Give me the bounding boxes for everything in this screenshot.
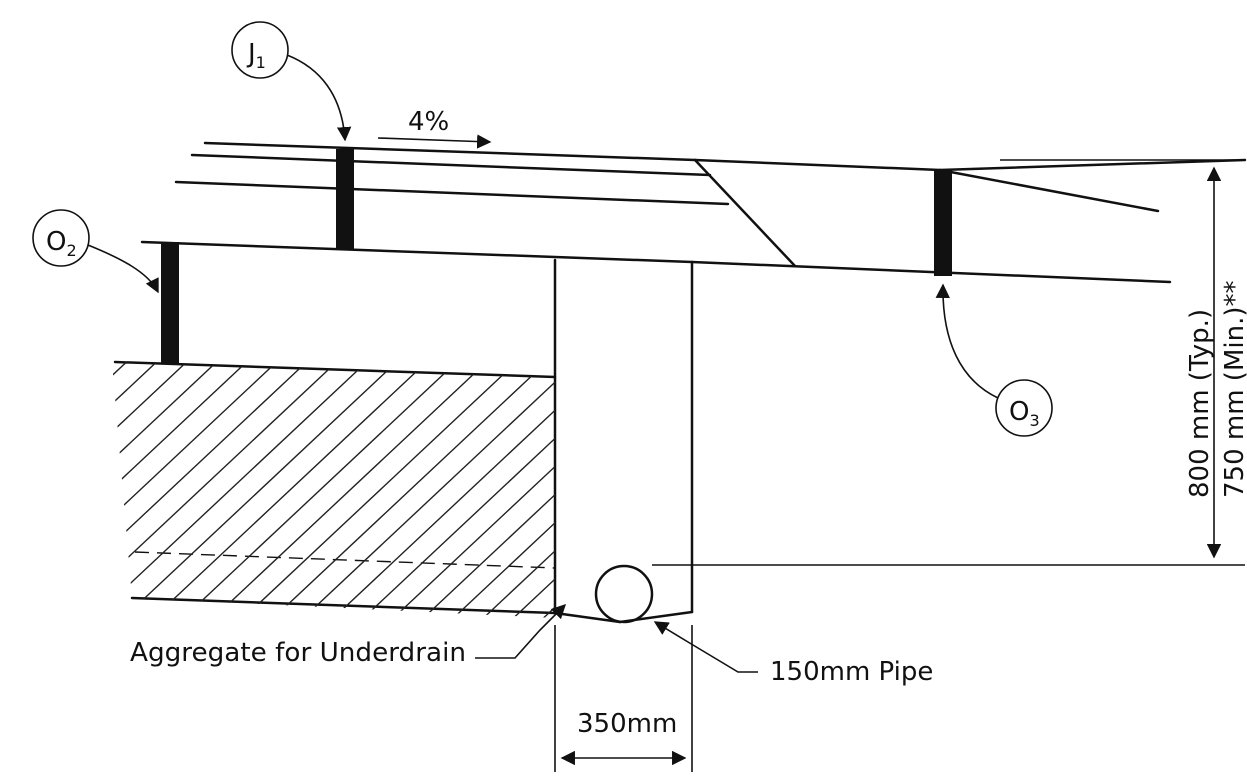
hatch-line	[489, 362, 555, 618]
hatch-line	[112, 362, 301, 618]
hatch-line	[112, 362, 421, 618]
slope-indicator: 4%	[377, 107, 492, 149]
hatch-line	[129, 362, 451, 618]
width-label: 350mm	[577, 709, 677, 739]
hatch-line	[459, 362, 555, 618]
marker-o3: O3	[935, 283, 1053, 437]
subbase-hatch	[112, 340, 990, 640]
marker-o2: O2	[32, 209, 159, 294]
hatch-line	[670, 340, 990, 640]
joint-bar-o3	[934, 170, 952, 276]
hatch-line	[399, 362, 555, 618]
hatch-line	[112, 362, 331, 618]
underdrain-trench	[130, 258, 694, 624]
hatch-line	[369, 362, 555, 618]
hatch-line	[519, 362, 555, 618]
hatch-line	[219, 362, 541, 618]
hatch-line	[249, 362, 555, 618]
hatch-line	[112, 362, 271, 618]
svg-text:O3: O3	[1009, 397, 1040, 430]
pipe-callout: 150mm Pipe	[653, 621, 933, 687]
hatch-line	[309, 362, 555, 618]
hatch-line	[610, 340, 930, 640]
joint-bar-j1	[336, 149, 354, 249]
depth-dimension: 800 mm (Typ.) 750 mm (Min.)**	[652, 159, 1247, 566]
underdrain-pipe	[594, 564, 654, 624]
marker-j1: J1	[231, 21, 352, 142]
joint-bar-o2	[161, 242, 179, 364]
hatch-line	[112, 362, 391, 618]
base-line	[113, 240, 1172, 379]
aggregate-callout: Aggregate for Underdrain	[130, 603, 567, 668]
hatch-line	[429, 362, 555, 618]
hatch-line	[112, 362, 241, 618]
svg-text:O2: O2	[46, 227, 77, 260]
pipe-label: 150mm Pipe	[770, 657, 933, 687]
width-dimension: 350mm	[554, 625, 693, 772]
hatch-line	[549, 362, 555, 618]
hatch-line	[189, 362, 511, 618]
hatch-line	[112, 362, 151, 618]
hatch-line	[112, 362, 121, 618]
hatch-line	[159, 362, 481, 618]
hatch-line	[640, 340, 960, 640]
svg-text:J1: J1	[246, 39, 266, 72]
hatch-line	[580, 340, 900, 640]
depth-typ-label: 800 mm (Typ.)	[1185, 309, 1215, 498]
slope-label: 4%	[408, 107, 449, 137]
hatch-line	[112, 362, 361, 618]
aggregate-label: Aggregate for Underdrain	[130, 638, 466, 668]
depth-min-label: 750 mm (Min.)**	[1220, 281, 1247, 499]
hatch-line	[112, 362, 181, 618]
hatch-line	[112, 362, 211, 618]
pavement-layers	[174, 141, 1247, 268]
hatch-line	[279, 362, 555, 618]
hatch-line	[339, 362, 555, 618]
